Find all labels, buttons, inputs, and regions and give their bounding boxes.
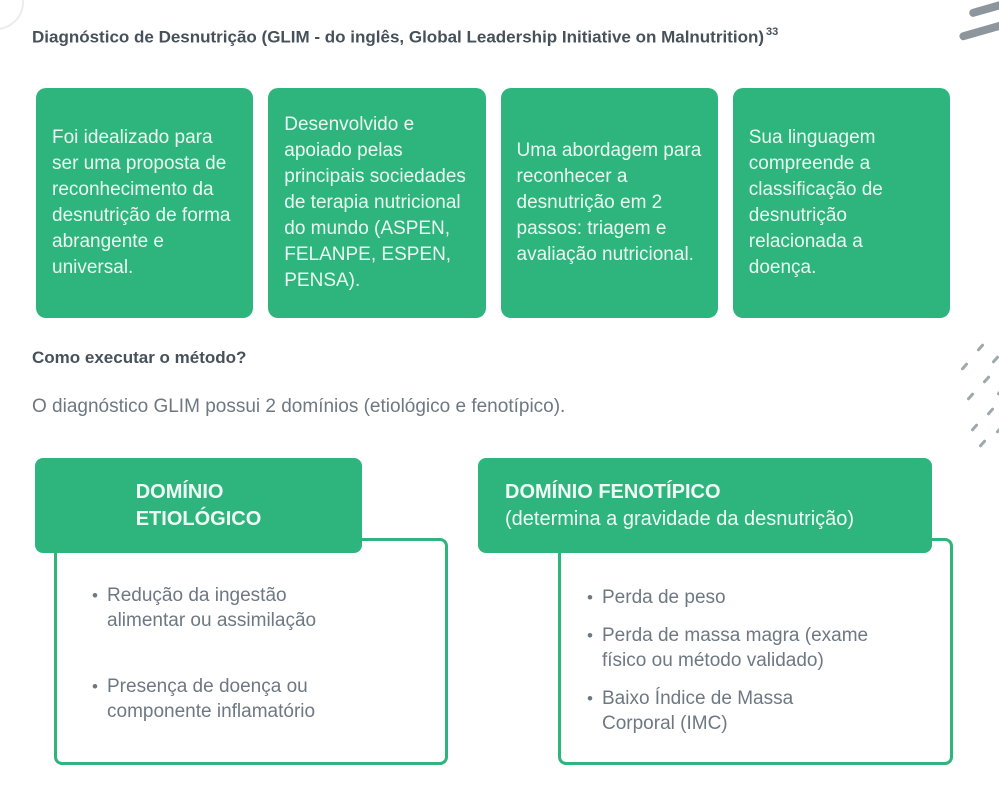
overview-card: Sua linguagem compreende a classificação… <box>732 88 950 318</box>
list-item: Perda de peso <box>585 585 936 610</box>
dash-icon <box>970 423 979 432</box>
list-item: Presença de doença ou componente inflama… <box>90 674 329 724</box>
etiologic-bullet-list: Redução da ingestão alimentar ou assimil… <box>57 541 445 724</box>
list-item: Baixo Índice de Massa Corporal (IMC) <box>585 686 834 736</box>
dash-icon <box>982 375 991 384</box>
phenotypic-domain-title: DOMÍNIO FENOTÍPICO (determina a gravidad… <box>505 479 854 533</box>
etiologic-title-line1: DOMÍNIO <box>135 480 224 503</box>
dash-icon <box>966 392 975 401</box>
overview-cards-row: Foi idealizado para ser uma proposta de … <box>36 88 950 318</box>
dash-pattern-decoration <box>950 340 999 452</box>
page-title: Diagnóstico de Desnutrição (GLIM - do in… <box>32 26 779 48</box>
list-item: Redução da ingestão alimentar ou assimil… <box>90 583 329 633</box>
dash-icon <box>991 355 999 364</box>
overview-card: Desenvolvido e apoiado pelas principais … <box>268 88 486 318</box>
dash-icon <box>986 407 995 416</box>
method-intro: O diagnóstico GLIM possui 2 domínios (et… <box>32 396 566 417</box>
page-title-text: Diagnóstico de Desnutrição (GLIM - do in… <box>32 27 764 47</box>
phenotypic-domain-box: Perda de peso Perda de massa magra (exam… <box>558 538 953 765</box>
etiologic-domain-header: DOMÍNIO ETIOLÓGICO <box>35 458 362 553</box>
etiologic-domain-box: Redução da ingestão alimentar ou assimil… <box>54 538 448 765</box>
overview-card-text: Foi idealizado para ser uma proposta de … <box>52 127 231 278</box>
overview-card-text: Sua linguagem compreende a classificação… <box>748 127 883 278</box>
overview-card: Foi idealizado para ser uma proposta de … <box>36 88 254 318</box>
pencil-stroke-icon <box>968 0 999 18</box>
dash-icon <box>976 343 985 352</box>
phenotypic-bullet-list: Perda de peso Perda de massa magra (exam… <box>561 541 950 736</box>
overview-card-text: Uma abordagem para reconhecer a desnutri… <box>516 140 702 265</box>
phenotypic-subtitle: (determina a gravidade da desnutrição) <box>505 507 855 530</box>
overview-card: Uma abordagem para reconhecer a desnutri… <box>500 88 718 318</box>
overview-card-text: Desenvolvido e apoiado pelas principais … <box>284 114 466 291</box>
etiologic-domain-title: DOMÍNIO ETIOLÓGICO <box>136 479 262 533</box>
dash-icon <box>960 362 969 371</box>
list-item: Perda de massa magra (exame físico ou mé… <box>585 623 902 673</box>
dash-icon <box>978 439 987 448</box>
etiologic-title-line2: ETIOLÓGICO <box>135 507 262 530</box>
corner-arc-decoration <box>0 0 24 30</box>
phenotypic-domain-header: DOMÍNIO FENOTÍPICO (determina a gravidad… <box>478 458 932 553</box>
method-heading: Como executar o método? <box>32 348 247 367</box>
dash-icon <box>995 425 999 434</box>
phenotypic-title: DOMÍNIO FENOTÍPICO <box>505 480 721 503</box>
reference-superscript: 33 <box>766 26 779 38</box>
